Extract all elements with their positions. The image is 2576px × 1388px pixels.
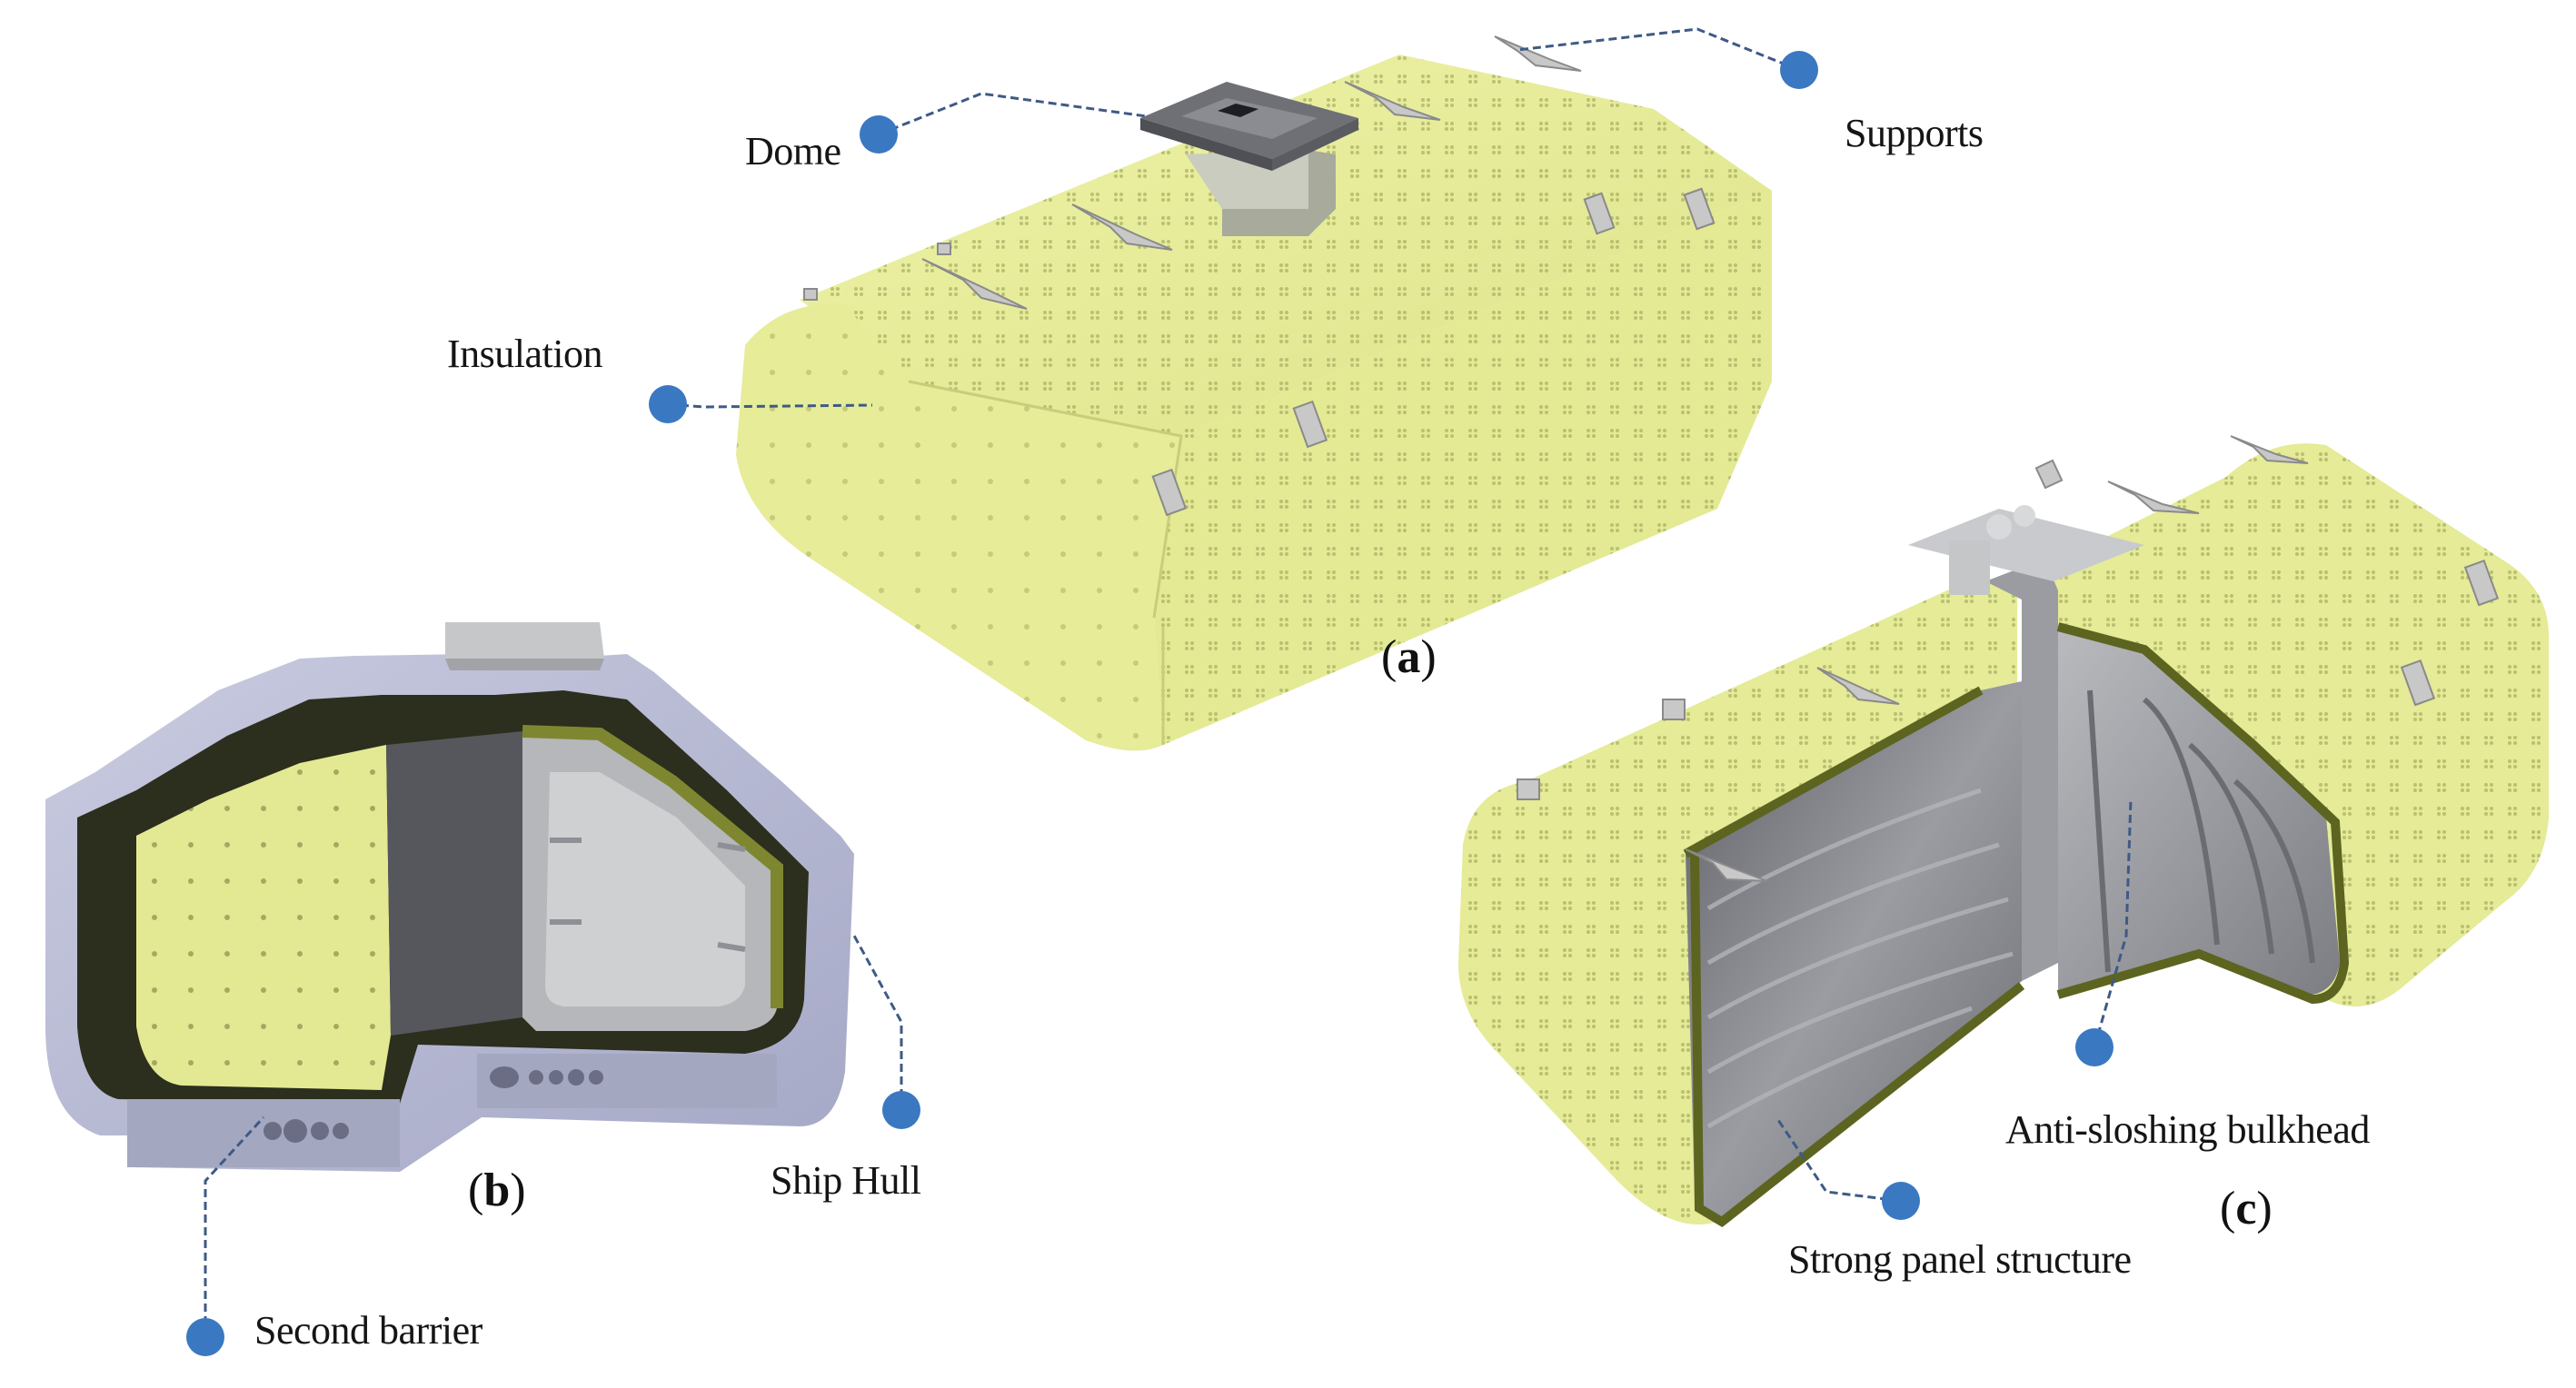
ship-hull-label: Ship Hull bbox=[771, 1158, 921, 1203]
second-barrier-label: Second barrier bbox=[254, 1308, 482, 1353]
tank-b bbox=[45, 622, 854, 1172]
second-barrier-callout-dot bbox=[186, 1318, 224, 1356]
panel-tag-c: (c) bbox=[2220, 1183, 2273, 1234]
strong-panel-structure-label: Strong panel structure bbox=[1788, 1237, 2132, 1282]
dome-label: Dome bbox=[745, 129, 841, 174]
panel-tag-a: (a) bbox=[1381, 631, 1437, 683]
insulation-callout-dot bbox=[649, 385, 687, 423]
ship-hull-callout-dot bbox=[882, 1091, 920, 1129]
leader-lines bbox=[204, 27, 2133, 1337]
anti-sloshing-bulkhead-callout-dot bbox=[2075, 1028, 2114, 1066]
supports-label: Supports bbox=[1845, 111, 1984, 155]
tank-a bbox=[736, 35, 1772, 751]
tank-c bbox=[1458, 435, 2549, 1228]
dome-callout-dot bbox=[860, 115, 898, 154]
panel-tag-b: (b) bbox=[468, 1165, 526, 1216]
supports-callout-dot bbox=[1780, 51, 1818, 89]
strong-panel-structure-callout-dot bbox=[1882, 1182, 1920, 1220]
insulation-label: Insulation bbox=[447, 332, 602, 376]
callout-dots bbox=[186, 51, 2114, 1356]
anti-sloshing-bulkhead-label: Anti-sloshing bulkhead bbox=[2005, 1107, 2370, 1152]
